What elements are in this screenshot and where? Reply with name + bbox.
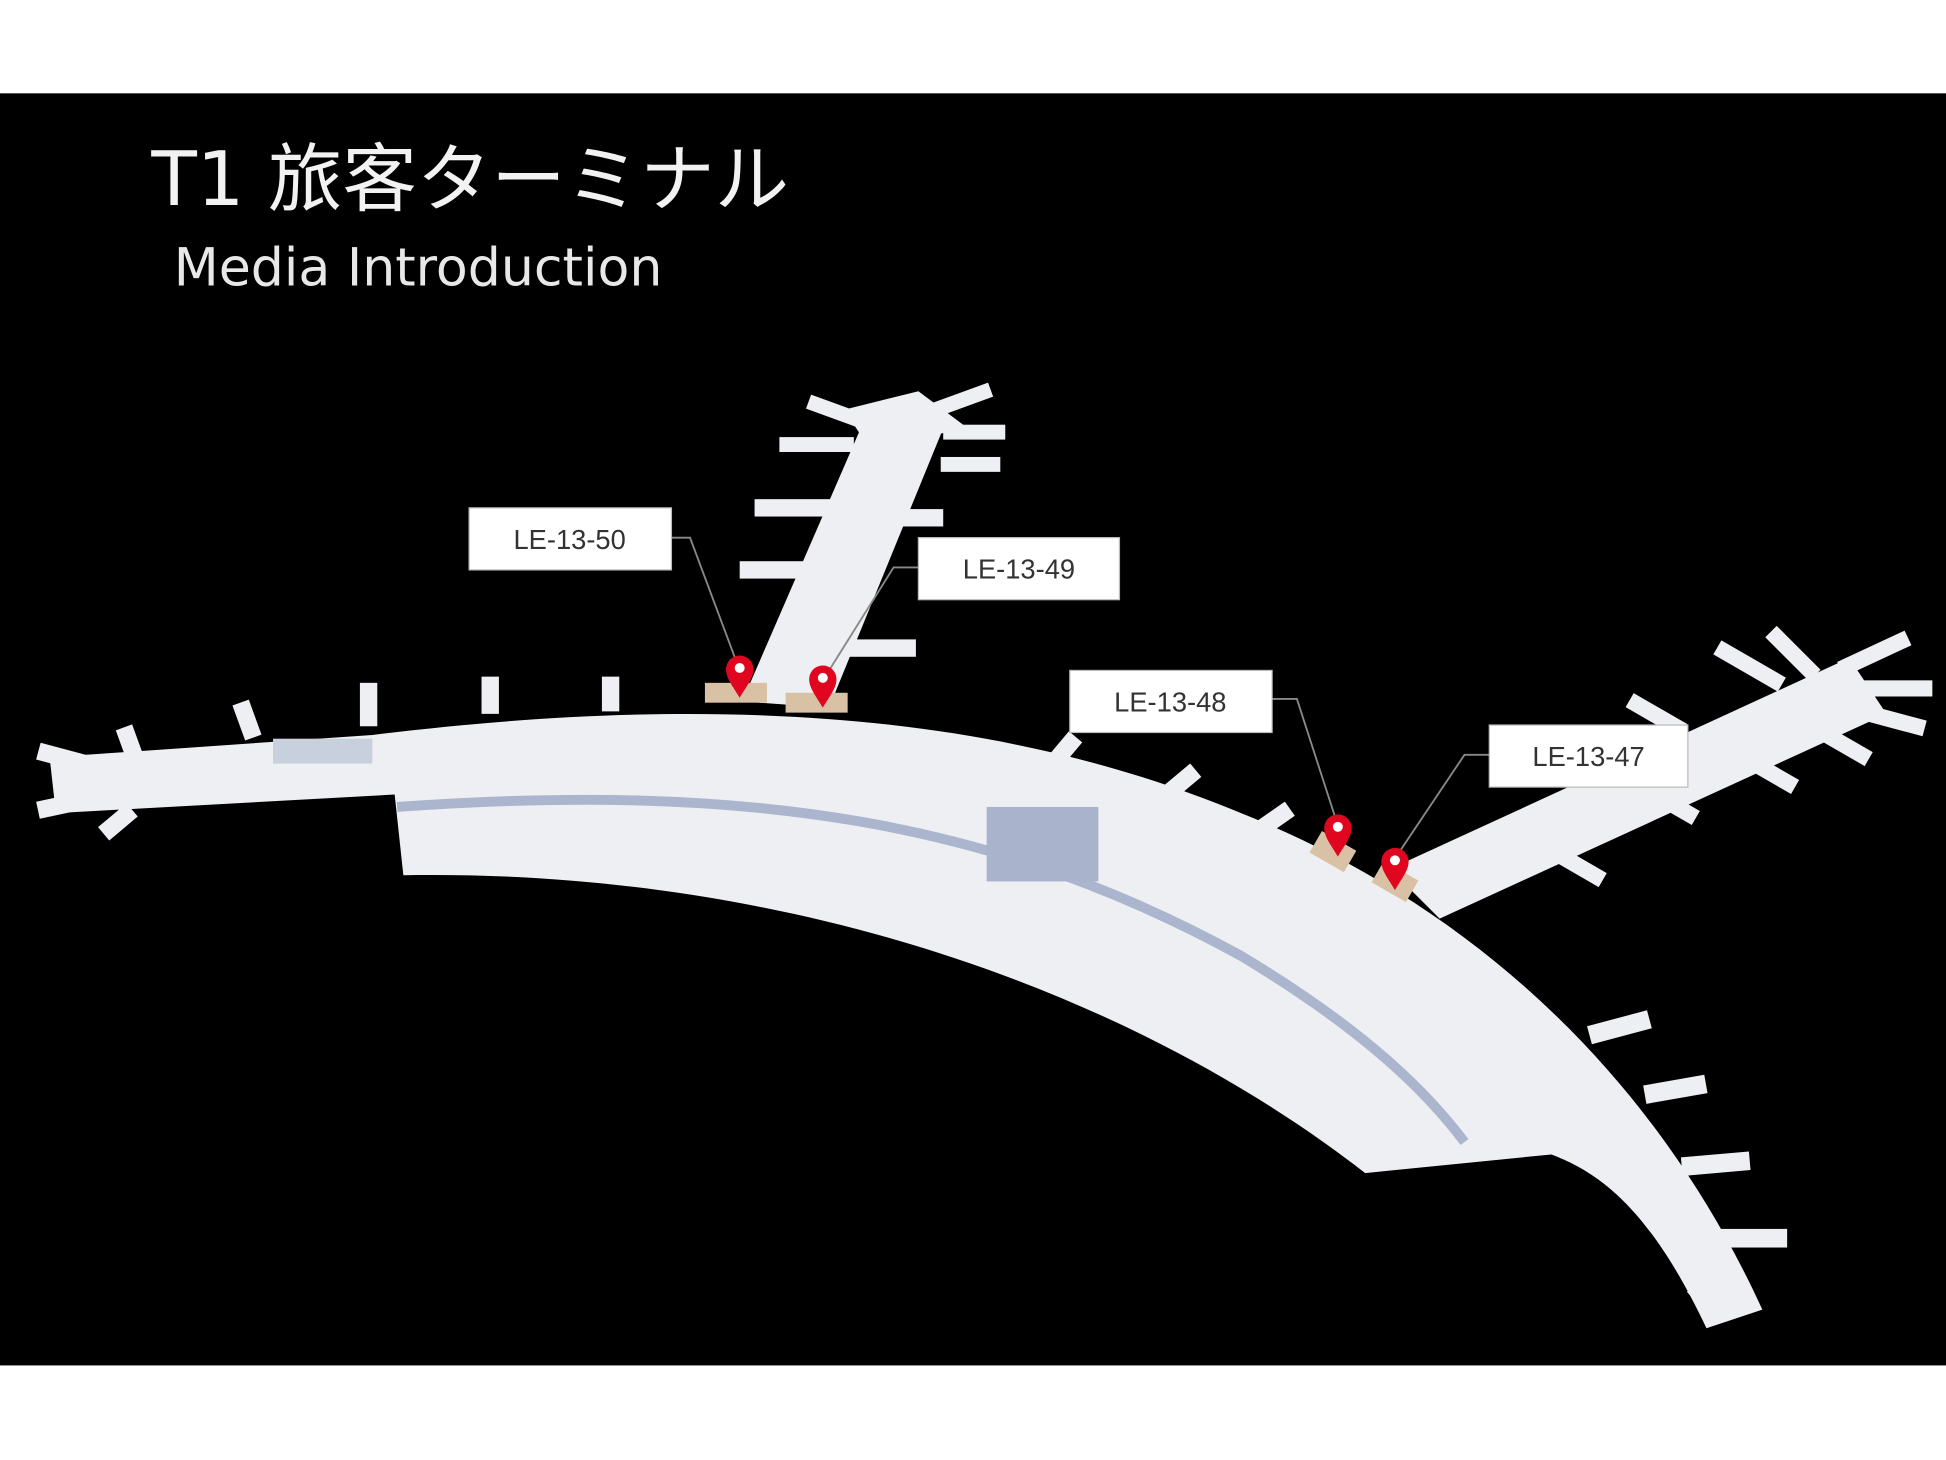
location-label-le-13-48[interactable]: LE-13-48 — [1069, 669, 1273, 734]
interior-block — [273, 738, 373, 764]
map-title: T1 旅客ターミナル — [150, 136, 789, 223]
pin-icon[interactable] — [809, 665, 837, 708]
pin-icon[interactable] — [1381, 847, 1409, 891]
location-id: LE-13-47 — [1532, 741, 1644, 772]
northeast-pier — [1390, 625, 1933, 919]
interior-block — [986, 806, 1099, 882]
location-id: LE-13-48 — [1114, 686, 1226, 717]
pin-icon[interactable] — [726, 655, 754, 698]
leader-lines — [671, 536, 1490, 858]
location-id: LE-13-49 — [963, 554, 1075, 585]
interior-details — [396, 794, 1469, 1146]
pin-icon[interactable] — [1324, 814, 1352, 857]
terminal-building — [36, 382, 1933, 1329]
location-label-le-13-47[interactable]: LE-13-47 — [1488, 724, 1689, 788]
location-label-le-13-50[interactable]: LE-13-50 — [468, 507, 673, 571]
north-pier — [739, 382, 1006, 708]
location-pins — [726, 655, 1409, 891]
map-subtitle: Media Introduction — [174, 239, 663, 299]
location-label-le-13-49[interactable]: LE-13-49 — [917, 537, 1121, 601]
location-id: LE-13-50 — [514, 524, 626, 555]
main-concourse — [49, 713, 1763, 1329]
